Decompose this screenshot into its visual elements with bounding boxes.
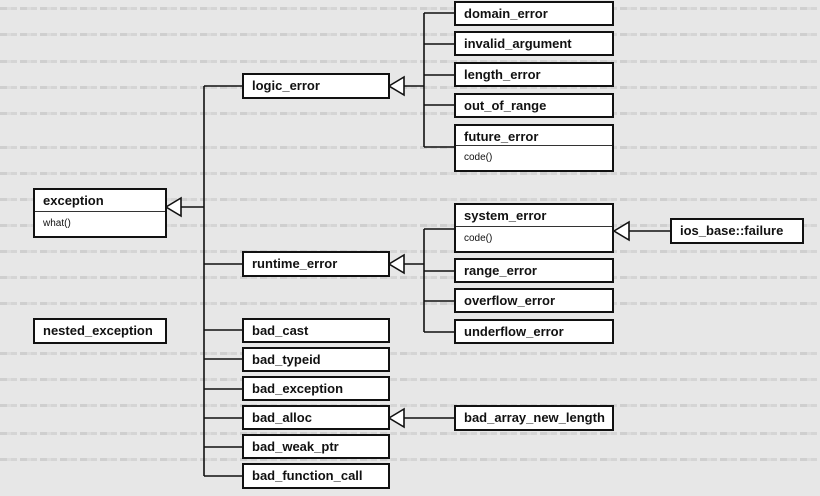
class-overflow-error: overflow_error [454,288,614,313]
class-method: code() [456,226,612,251]
class-name: overflow_error [464,292,556,308]
class-bad-function-call: bad_function_call [242,463,390,489]
class-name: bad_array_new_length [464,410,605,425]
class-bad-exception: bad_exception [242,376,390,401]
background-text-line [0,224,820,227]
class-name: invalid_argument [464,35,572,51]
class-future-error: future_error code() [454,124,614,172]
class-name: bad_weak_ptr [252,438,339,454]
class-out-of-range: out_of_range [454,93,614,118]
class-name: future_error [464,129,539,144]
class-bad-cast: bad_cast [242,318,390,343]
background-text-line [0,378,820,381]
class-logic-error: logic_error [242,73,390,99]
background-text-line [0,198,820,201]
class-name: logic_error [252,78,320,93]
class-nested-exception: nested_exception [33,318,167,344]
background-text-line [0,60,820,63]
class-bad-alloc: bad_alloc [242,405,390,430]
background-text-line [0,352,820,355]
class-name: length_error [464,66,541,82]
class-domain-error: domain_error [454,1,614,26]
background-text-line [0,7,820,10]
class-underflow-error: underflow_error [454,319,614,344]
class-name: bad_function_call [252,468,363,483]
class-range-error: range_error [454,258,614,283]
background-text-line [0,146,820,149]
class-name: bad_exception [252,380,344,396]
class-length-error: length_error [454,62,614,87]
background-text-line [0,33,820,36]
class-invalid-argument: invalid_argument [454,31,614,56]
class-bad-weak-ptr: bad_weak_ptr [242,434,390,459]
background-text-line [0,112,820,115]
class-exception: exception what() [33,188,167,238]
class-name: runtime_error [252,256,338,271]
class-name: underflow_error [464,323,564,339]
background-text-line [0,276,820,279]
class-bad-typeid: bad_typeid [242,347,390,372]
class-name: exception [43,193,104,208]
class-name: nested_exception [43,323,153,338]
background-text-line [0,302,820,305]
background-text-line [0,86,820,89]
class-bad-array-new-length: bad_array_new_length [454,405,614,431]
class-name: bad_typeid [252,351,321,367]
class-name: bad_alloc [252,409,312,425]
class-name: domain_error [464,5,548,21]
class-name: ios_base::failure [680,223,784,238]
class-name: out_of_range [464,97,547,113]
background-text-line [0,432,820,435]
class-name: bad_cast [252,322,309,338]
class-ios-base-failure: ios_base::failure [670,218,804,244]
class-name: range_error [464,262,537,278]
background-text-line [0,404,820,407]
class-method: what() [35,211,165,236]
background-text-line [0,458,820,461]
background-text-line [0,250,820,253]
class-name: system_error [464,208,547,223]
class-runtime-error: runtime_error [242,251,390,277]
class-system-error: system_error code() [454,203,614,253]
class-method: code() [456,145,612,170]
background-text-line [0,172,820,175]
